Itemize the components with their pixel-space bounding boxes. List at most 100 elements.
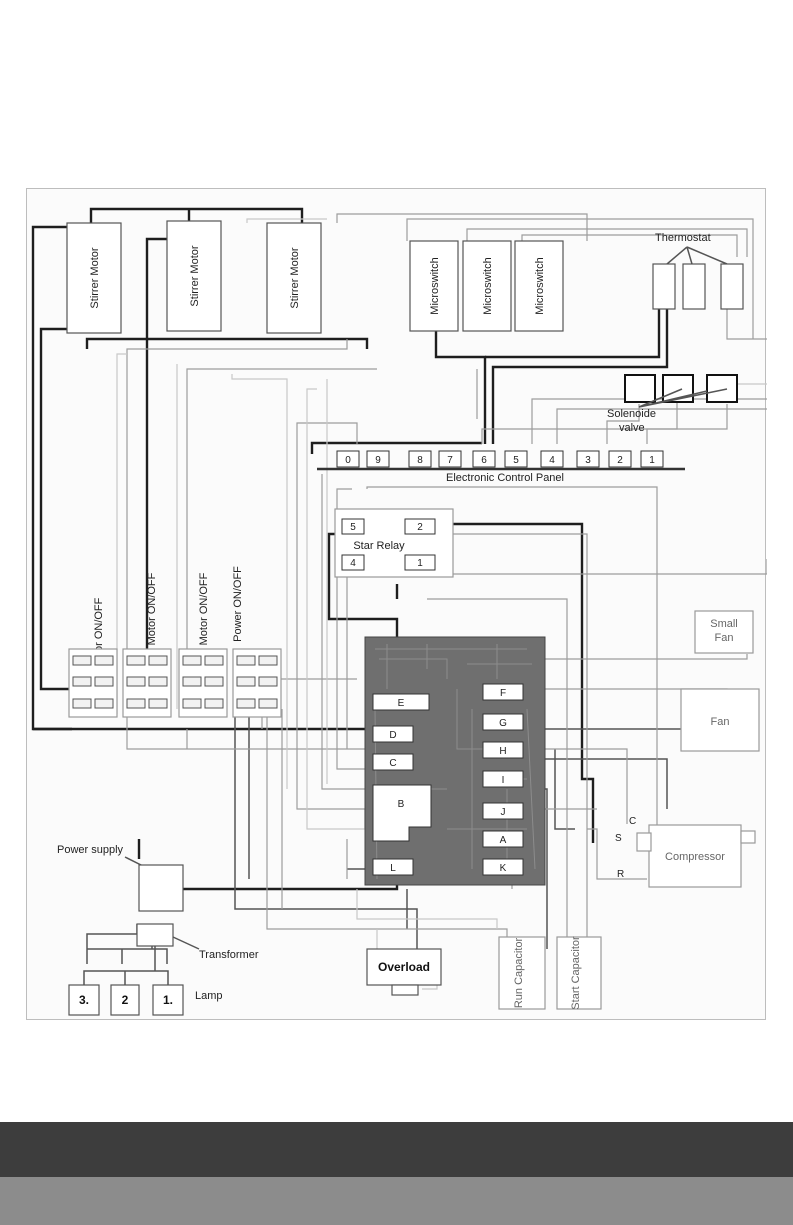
small-fan-label-1: Small [710, 618, 738, 630]
svg-text:I: I [502, 775, 505, 786]
star-relay-terminal-4 [341, 554, 365, 571]
svg-text:1.: 1. [163, 993, 173, 1007]
fan-label: Fan [711, 716, 730, 728]
fan [680, 688, 760, 752]
svg-text:F: F [500, 688, 506, 699]
compressor-fitting [740, 830, 756, 844]
svg-text:3: 3 [585, 455, 591, 466]
switch-3-label: Motor ON/OFF [198, 572, 210, 645]
power-supply-label: Power supply [57, 844, 124, 856]
thermostat-unit-1 [652, 263, 676, 310]
svg-text:0: 0 [345, 455, 351, 466]
pcb-terminal-d [372, 725, 414, 743]
svg-text:4: 4 [350, 558, 356, 569]
power-supply [138, 864, 184, 912]
pcb-terminal-b [372, 784, 432, 842]
switch-4-label: Power ON/OFF [232, 566, 244, 642]
svg-text:7: 7 [447, 455, 453, 466]
svg-text:L: L [390, 863, 396, 874]
ecp-terminal-8 [408, 450, 432, 468]
lamp-2 [110, 984, 140, 1016]
svg-text:2: 2 [122, 993, 129, 1007]
switch-group: Motor ON/OFF Motor ON/OFF Motor ON/OFF P… [68, 566, 282, 718]
ecp-terminal-5 [504, 450, 528, 468]
svg-text:9: 9 [375, 455, 381, 466]
svg-text:5: 5 [350, 522, 356, 533]
ecp-terminal-7 [438, 450, 462, 468]
stirrer-motor-3-label: Stirrer Motor [289, 247, 301, 308]
overload-capacitors: Overload Run Capacitor Start Capacitor [366, 936, 602, 1010]
pcb-terminal-h [482, 741, 524, 759]
ecp-terminal-3 [576, 450, 600, 468]
svg-text:J: J [501, 807, 506, 818]
compressor-label: Compressor [665, 851, 725, 863]
svg-text:1: 1 [649, 455, 655, 466]
lamp-3 [68, 984, 100, 1016]
pcb-terminal-k [482, 858, 524, 876]
stirrer-motor-group: Stirrer Motor Stirrer Motor Stirrer Moto… [66, 220, 322, 334]
microswitch-1 [409, 240, 459, 332]
stirrer-motor-1-label: Stirrer Motor [89, 247, 101, 308]
transformer [136, 923, 174, 947]
overload [366, 948, 442, 986]
ecp-label: Electronic Control Panel [446, 472, 564, 484]
compressor-pin-r: R [617, 869, 624, 880]
ecp-terminal-4 [540, 450, 564, 468]
svg-text:A: A [500, 835, 507, 846]
pcb-terminal-a [482, 830, 524, 848]
microswitch-2 [462, 240, 512, 332]
microswitch-3-label: Microswitch [534, 257, 546, 314]
stirrer-motor-2 [166, 220, 222, 332]
svg-text:D: D [389, 730, 396, 741]
svg-text:5: 5 [513, 455, 519, 466]
overload-label: Overload [378, 960, 430, 974]
solenoid-label-1: Solenoide [607, 408, 656, 420]
overload-base [391, 984, 419, 996]
transformer-label: Transformer [199, 949, 259, 961]
thermostat-unit-2 [682, 263, 706, 310]
thermostat-label: Thermostat [655, 232, 711, 244]
star-relay-terminal-2 [404, 518, 436, 535]
compressor-body [648, 824, 742, 888]
svg-text:2: 2 [617, 455, 623, 466]
electronic-control-panel: 0 9 8 7 6 5 4 3 2 1 Electronic Control P… [317, 450, 685, 484]
solenoid-coil-1 [624, 374, 656, 403]
compressor-pin-s: S [615, 833, 622, 844]
thermostat: Thermostat [652, 232, 744, 310]
star-relay-label: Star Relay [353, 540, 405, 552]
ecp-terminal-6 [472, 450, 496, 468]
power-section: Power supply Transformer 3. 2 1. Lamp [57, 844, 259, 1016]
compressor: Compressor C S R [615, 816, 756, 888]
svg-text:8: 8 [417, 455, 423, 466]
ecp-terminal-1 [640, 450, 664, 468]
start-capacitor [556, 936, 602, 1010]
ecp-terminal-2 [608, 450, 632, 468]
switch-2-label: Motor ON/OFF [146, 572, 158, 645]
pcb-terminal-c [372, 753, 414, 771]
lamp-label: Lamp [195, 990, 223, 1002]
stirrer-motor-1 [66, 222, 122, 334]
star-relay-terminal-1 [404, 554, 436, 571]
svg-text:H: H [499, 746, 506, 757]
fans: Small Fan Fan [680, 610, 760, 752]
svg-text:C: C [389, 758, 396, 769]
microswitch-1-label: Microswitch [429, 257, 441, 314]
small-fan-label-2: Fan [715, 632, 734, 644]
stirrer-motor-3 [266, 222, 322, 334]
svg-text:3.: 3. [79, 993, 89, 1007]
pcb-terminal-j [482, 802, 524, 820]
control-board: E D C B L F G H I J A K [364, 636, 546, 886]
svg-text:E: E [398, 698, 405, 709]
lamp-1 [152, 984, 184, 1016]
stirrer-motor-2-label: Stirrer Motor [189, 245, 201, 306]
solenoid-valve: Solenoide valve [607, 374, 738, 434]
svg-text:2: 2 [417, 522, 423, 533]
start-capacitor-label: Start Capacitor [570, 936, 582, 1010]
ecp-terminal-9 [366, 450, 390, 468]
star-relay-terminal-5 [341, 518, 365, 535]
microswitch-3 [514, 240, 564, 332]
pcb-terminal-f [482, 683, 524, 701]
pcb-terminal-i [482, 770, 524, 788]
svg-text:G: G [499, 718, 507, 729]
small-fan [694, 610, 754, 654]
